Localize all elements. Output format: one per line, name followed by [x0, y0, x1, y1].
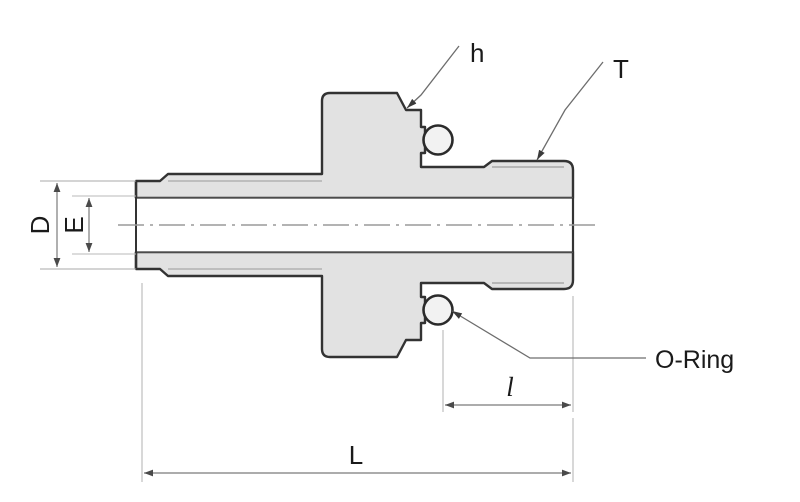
upper-body-outline: [134, 91, 575, 200]
o-ring-lower: [422, 294, 454, 326]
callout-T-group: T: [536, 54, 629, 161]
callout-h-label: h: [470, 38, 484, 68]
dimension-D-label: D: [25, 216, 55, 235]
callout-T-label: T: [613, 54, 629, 84]
dimension-E-label: E: [59, 216, 89, 233]
dimension-L-group: L: [141, 283, 574, 482]
callout-oring-label: O-Ring: [655, 346, 734, 374]
callout-h-group: h: [406, 38, 484, 109]
o-ring-upper-group: [422, 124, 454, 156]
dimension-l-label: l: [506, 372, 514, 402]
o-ring-lower-group: [422, 294, 454, 326]
dimension-E-group: E: [59, 195, 136, 255]
callout-oring-leader: [451, 310, 646, 359]
o-ring-upper: [422, 124, 454, 156]
callout-oring-group: O-Ring: [451, 310, 734, 374]
part-body-group: [134, 91, 575, 359]
dimension-l-group: l: [442, 296, 574, 412]
dimension-D-group: D: [25, 180, 136, 270]
lower-body-outline: [134, 250, 575, 359]
callout-h-leader: [406, 45, 460, 109]
callout-T-leader: [536, 61, 604, 161]
dimension-L-label: L: [349, 440, 363, 470]
